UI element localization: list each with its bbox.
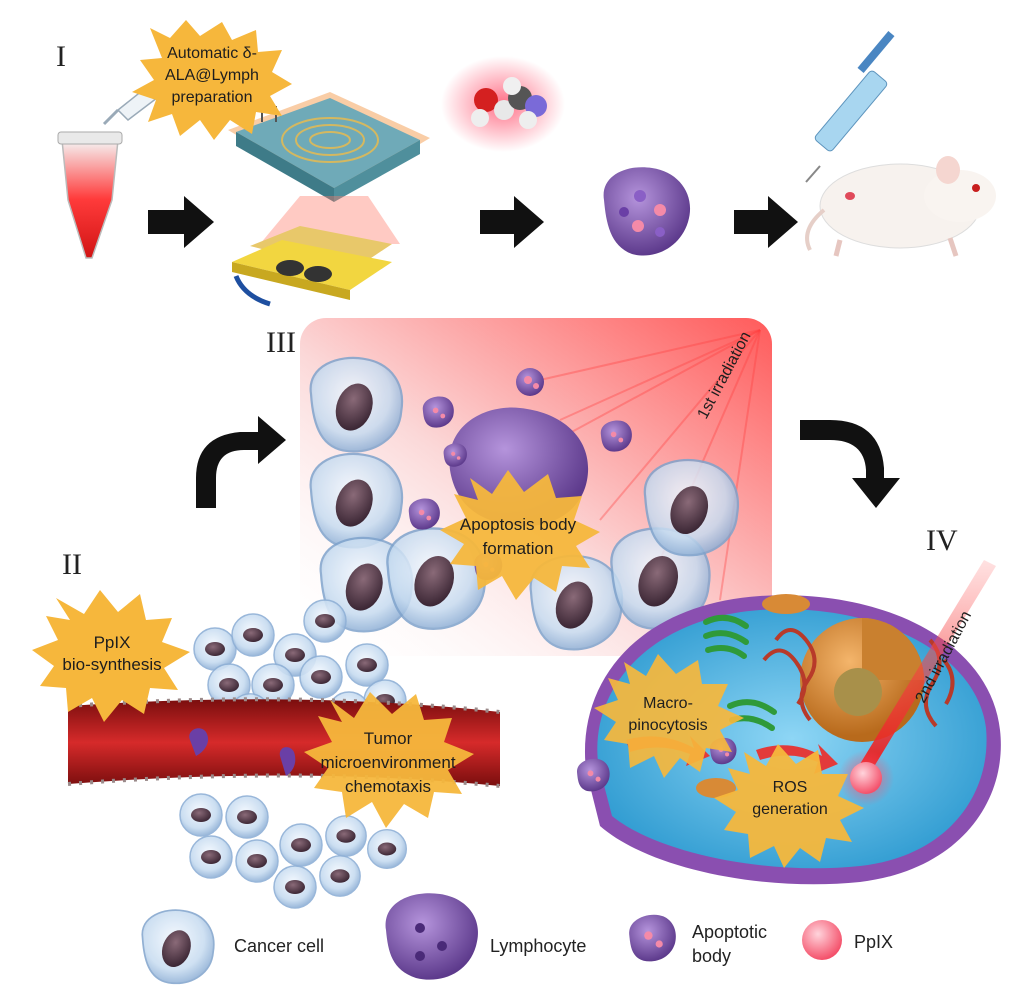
legend-apoptotic-line1: Apoptotic (692, 922, 767, 942)
legend-lymphocyte-label: Lymphocyte (490, 936, 586, 956)
legend-ppix-label: PpIX (854, 932, 893, 952)
starburst-ppix-biosynthesis: PpIX bio-synthesis (32, 590, 190, 722)
panel-label-i: I (56, 40, 66, 73)
legend-cancer-cell-label: Cancer cell (234, 936, 324, 956)
legend-cancer-cell: Cancer cell (141, 909, 324, 985)
apoptosis-line2: formation (483, 539, 554, 558)
microfluidic-chip-icon (228, 92, 430, 307)
legend-apoptotic-body-icon (629, 914, 676, 962)
ros-line1: ROS (773, 779, 808, 796)
legend: Cancer cell Lymphocyte Apoptotic body Pp… (141, 893, 893, 985)
legend-apoptotic-line2: body (692, 946, 731, 966)
mitochondrion-icon (762, 594, 810, 614)
panel-ii-vessel: PpIX bio-synthesis Tumor microenvironmen… (32, 590, 501, 909)
cancer-cell (643, 458, 740, 557)
panel-label-ii: II (62, 548, 82, 581)
arrow-right-3 (734, 196, 798, 248)
ros-line2: generation (752, 801, 828, 818)
arrow-right-2 (480, 196, 544, 248)
ala-molecule-icon (441, 56, 565, 152)
starburst-automatic-preparation: Automatic δ- ALA@Lymph preparation (132, 20, 292, 140)
cancer-cell (309, 356, 404, 453)
arrow-right-1 (148, 196, 214, 248)
curved-arrow-down (800, 420, 900, 508)
legend-ppix-icon (802, 920, 842, 960)
microtube-icon (57, 131, 123, 259)
starburst-ros-generation: ROS generation (714, 744, 864, 868)
panel-label-iv: IV (926, 524, 958, 557)
starburst-macropinocytosis: Macro- pinocytosis (594, 654, 744, 778)
legend-cancer-cell-icon (141, 909, 215, 985)
automatic-prep-line3: preparation (172, 89, 253, 106)
legend-apoptotic-body: Apoptotic body (629, 914, 767, 966)
lymphocyte-loaded-icon (603, 167, 691, 256)
curved-arrow-up-right (196, 416, 286, 508)
panel-i-preparation: Automatic δ- ALA@Lymph preparation (57, 20, 996, 307)
apoptosis-line1: Apoptosis body (460, 515, 577, 534)
tumor-line2: microenvironment (320, 753, 455, 772)
ppix-biosynthesis-line2: bio-synthesis (62, 655, 161, 674)
nucleus-icon (800, 618, 924, 742)
legend-lymphocyte-icon (385, 893, 479, 980)
macro-line2: pinocytosis (628, 717, 707, 734)
starburst-tumor-chemotaxis: Tumor microenvironment chemotaxis (304, 692, 474, 828)
automatic-prep-line1: Automatic δ- (167, 45, 257, 62)
legend-lymphocyte: Lymphocyte (385, 893, 586, 980)
automatic-prep-line2: ALA@Lymph (165, 67, 259, 84)
ppix-biosynthesis-line1: PpIX (94, 633, 131, 652)
mitochondrion-icon (696, 778, 736, 798)
tumor-line1: Tumor (364, 729, 413, 748)
panel-iii-apoptosis: 1st irradiation Apoptosis body formation (300, 318, 772, 656)
legend-ppix: PpIX (802, 920, 893, 960)
mouse-injection-icon (805, 31, 996, 257)
cancer-cell-cluster-bottom (179, 793, 408, 909)
ppix-sphere-icon (850, 762, 882, 794)
cancer-cell (309, 452, 404, 549)
panel-iv-cell: 2nd irradiation Macro- pinocytosis ROS g… (577, 560, 1001, 885)
tumor-line3: chemotaxis (345, 777, 431, 796)
golgi-icon (703, 614, 777, 731)
panel-label-iii: III (266, 326, 296, 359)
starburst-apoptosis-formation: Apoptosis body formation (440, 470, 600, 600)
macro-line1: Macro- (643, 695, 693, 712)
